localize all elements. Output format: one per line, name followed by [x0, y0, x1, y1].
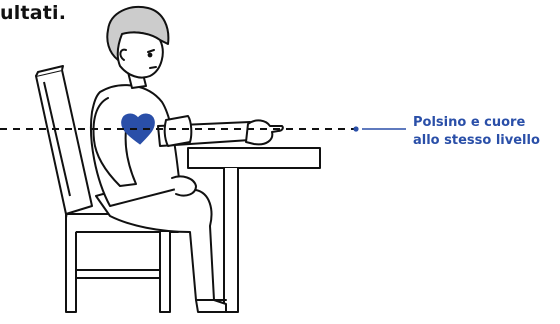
callout-label: Polsino e cuore allo stesso livello	[413, 114, 558, 150]
callout-line-1: Polsino e cuore	[413, 114, 558, 132]
callout-dot	[353, 126, 358, 131]
bp-cuff	[165, 116, 192, 146]
callout-line-2: allo stesso livello	[413, 132, 558, 150]
head	[107, 7, 168, 88]
